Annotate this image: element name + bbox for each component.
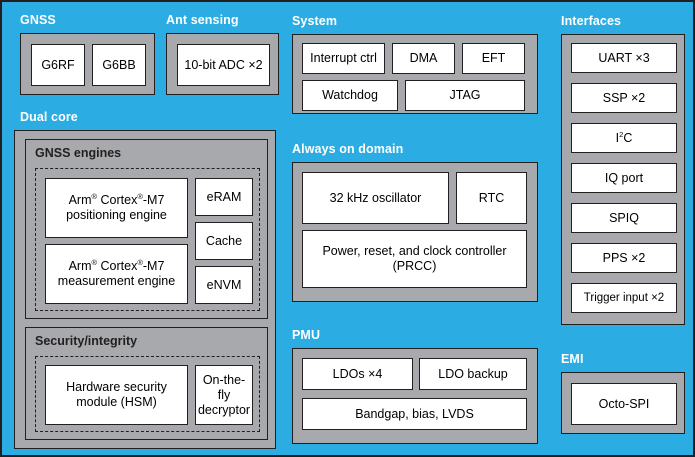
panel-left-column: GNSS G6RF G6BB Ant sensing 10-bit ADC ×2… (4, 4, 279, 455)
section-title-dual-core: Dual core (20, 110, 78, 124)
group-gnss-engines: GNSS engines Arm® Cortex®-M7 positioning… (25, 139, 268, 319)
block-g6bb[interactable]: G6BB (92, 44, 146, 86)
panel-interfaces: Interfaces UART ×3 SSP ×2 I2C IQ port SP… (550, 4, 693, 336)
block-32khz-oscillator[interactable]: 32 kHz oscillator (302, 172, 449, 224)
block-cache[interactable]: Cache (195, 222, 253, 260)
block-g6rf[interactable]: G6RF (31, 44, 85, 86)
section-title-pmu: PMU (292, 328, 321, 342)
block-hardware-security-module[interactable]: Hardware security module (HSM) (45, 365, 188, 425)
block-octo-spi[interactable]: Octo-SPI (571, 383, 677, 425)
group-title-gnss-engines: GNSS engines (35, 146, 122, 160)
block-ssp[interactable]: SSP ×2 (571, 83, 677, 113)
section-title-ant-sensing: Ant sensing (166, 13, 239, 27)
block-uart[interactable]: UART ×3 (571, 43, 677, 73)
block-iq-port[interactable]: IQ port (571, 163, 677, 193)
group-emi: Octo-SPI (561, 372, 685, 434)
otfdec-line1: On-the-fly (202, 372, 246, 402)
block-watchdog[interactable]: Watchdog (302, 80, 398, 111)
hsm-line2: module (HSM) (76, 395, 157, 409)
group-pmu: LDOs ×4 LDO backup Bandgap, bias, LVDS (292, 348, 538, 444)
section-title-interfaces: Interfaces (561, 14, 622, 28)
section-title-emi: EMI (561, 352, 584, 366)
panel-always-on-domain: Always on domain 32 kHz oscillator RTC P… (280, 132, 546, 312)
group-always-on-domain: 32 kHz oscillator RTC Power, reset, and … (292, 162, 538, 302)
block-eft[interactable]: EFT (462, 43, 525, 74)
block-bandgap-bias-lvds[interactable]: Bandgap, bias, LVDS (302, 398, 527, 430)
block-trigger-input[interactable]: Trigger input ×2 (571, 283, 677, 313)
block-prcc[interactable]: Power, reset, and clock controller (PRCC… (302, 230, 527, 288)
block-i2c[interactable]: I2C (571, 123, 677, 153)
block-pps[interactable]: PPS ×2 (571, 243, 677, 273)
measurement-engine-line2: measurement engine (57, 274, 176, 288)
panel-system: System Interrupt ctrl DMA EFT Watchdog J… (280, 4, 546, 126)
positioning-engine-line2: positioning engine (66, 208, 167, 222)
block-ldos[interactable]: LDOs ×4 (302, 358, 413, 390)
panel-emi: EMI Octo-SPI (550, 342, 693, 455)
block-on-the-fly-decryptor[interactable]: On-the-fly decryptor (195, 365, 253, 425)
group-dual-core: GNSS engines Arm® Cortex®-M7 positioning… (14, 130, 276, 449)
group-ant-sensing: 10-bit ADC ×2 (166, 33, 279, 95)
prcc-line1: Power, reset, and clock controller (322, 244, 507, 258)
dashed-region-security: Hardware security module (HSM) On-the-fl… (35, 356, 260, 432)
block-dma[interactable]: DMA (392, 43, 455, 74)
panel-pmu: PMU LDOs ×4 LDO backup Bandgap, bias, LV… (280, 318, 546, 455)
block-envm[interactable]: eNVM (195, 266, 253, 304)
measurement-engine-line1: Arm® Cortex®-M7 (68, 257, 165, 273)
block-eram[interactable]: eRAM (195, 178, 253, 216)
section-title-gnss: GNSS (20, 13, 56, 27)
group-gnss: G6RF G6BB (20, 33, 155, 95)
block-rtc[interactable]: RTC (456, 172, 527, 224)
block-jtag[interactable]: JTAG (405, 80, 525, 111)
prcc-line2: (PRCC) (392, 259, 437, 273)
block-10bit-adc[interactable]: 10-bit ADC ×2 (177, 44, 270, 86)
dashed-region-gnss-engines: Arm® Cortex®-M7 positioning engine Arm® … (35, 168, 260, 311)
section-title-system: System (292, 14, 338, 28)
block-interrupt-ctrl[interactable]: Interrupt ctrl (302, 43, 385, 74)
block-ldo-backup[interactable]: LDO backup (419, 358, 527, 390)
section-title-always-on-domain: Always on domain (292, 142, 404, 156)
positioning-engine-line1: Arm® Cortex®-M7 (68, 191, 165, 207)
otfdec-line2: decryptor (197, 402, 251, 417)
group-security-integrity: Security/integrity Hardware security mod… (25, 327, 268, 440)
group-interfaces: UART ×3 SSP ×2 I2C IQ port SPIQ PPS ×2 T… (561, 34, 685, 325)
block-spiq[interactable]: SPIQ (571, 203, 677, 233)
group-title-security-integrity: Security/integrity (35, 334, 138, 348)
block-cortex-m7-positioning-engine[interactable]: Arm® Cortex®-M7 positioning engine (45, 178, 188, 238)
hsm-line1: Hardware security (66, 380, 167, 394)
group-system: Interrupt ctrl DMA EFT Watchdog JTAG (292, 34, 538, 114)
block-cortex-m7-measurement-engine[interactable]: Arm® Cortex®-M7 measurement engine (45, 244, 188, 304)
